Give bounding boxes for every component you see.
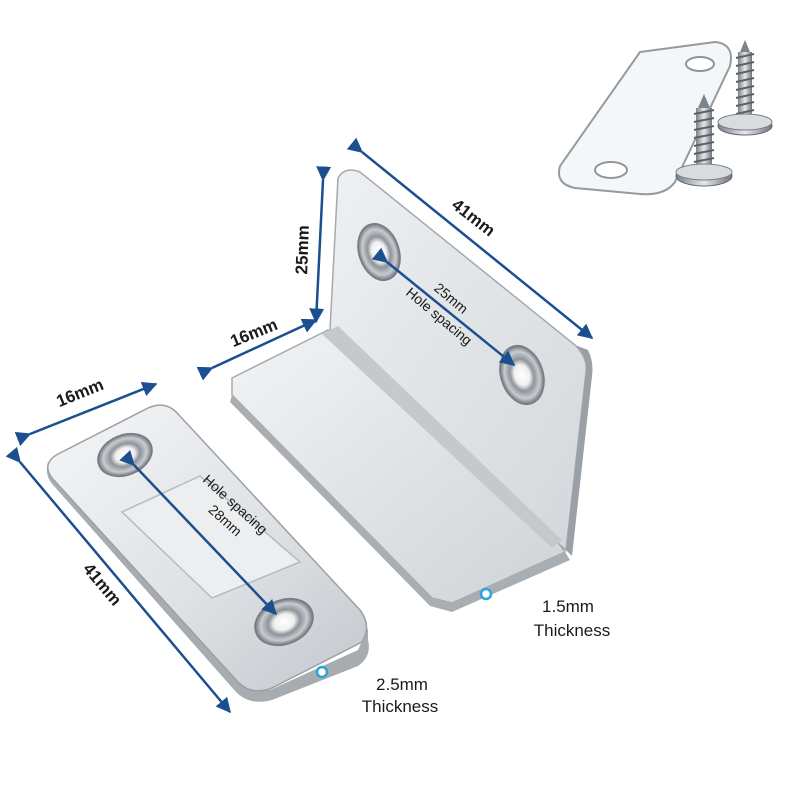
screw-icon	[717, 40, 773, 136]
bracket-edge	[566, 345, 593, 556]
label-plate-length: 41mm	[79, 560, 125, 610]
inset-plate-hole-bottom	[594, 161, 628, 179]
label-bracket-thickness-text: Thickness	[534, 621, 611, 640]
dim-line-bracket-hole	[371, 247, 516, 366]
label-bracket-depth: 16mm	[228, 315, 281, 351]
dim-line-bracket-25	[309, 166, 332, 324]
bracket-bend	[322, 326, 562, 548]
label-bracket-height: 25mm	[292, 225, 313, 275]
label-plate-width: 16mm	[54, 375, 107, 411]
dim-line-bracket-41	[346, 137, 594, 339]
dim-line-plate-16	[14, 382, 158, 446]
screw-icon	[675, 94, 733, 187]
inset-accessories	[558, 40, 773, 196]
dimension-lines	[5, 137, 594, 714]
thickness-marker-plate	[315, 665, 329, 679]
label-plate-thickness-value: 2.5mm	[376, 675, 428, 694]
label-bracket-width: 41mm	[448, 195, 498, 240]
label-plate-thickness-text: Thickness	[362, 697, 439, 716]
inset-plate-hole-top	[685, 56, 715, 72]
label-bracket-thickness-value: 1.5mm	[542, 597, 594, 616]
dim-line-plate-hole	[119, 450, 278, 616]
thickness-marker-bracket	[479, 587, 493, 601]
dim-line-bracket-16	[196, 318, 318, 381]
